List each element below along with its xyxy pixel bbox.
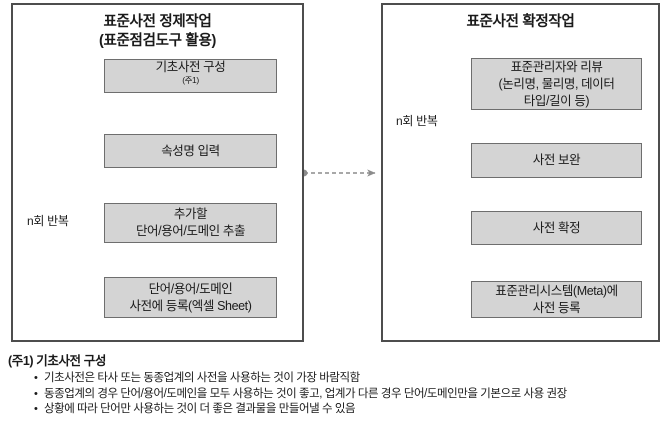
node-dictionary-supplement-label: 사전 보완 <box>532 153 581 167</box>
node-dictionary-supplement[interactable]: 사전 보완 <box>471 143 642 178</box>
bullet-icon: • <box>34 403 38 415</box>
footnote-title: (주1) 기초사전 구성 <box>8 354 106 368</box>
node-basic-dictionary[interactable]: 기초사전 구성(주1) <box>104 59 277 93</box>
panel-left-title: 표준사전 정제작업 (표준점검도구 활용) <box>13 13 302 51</box>
footnote-item: • 기초사전은 타사 또는 동종업계의 사전을 사용하는 것이 가장 바람직함 <box>34 371 663 387</box>
footnote-item-text: 동종업계의 경우 단어/용어/도메인을 모두 사용하는 것이 좋고, 업계가 다… <box>44 387 567 400</box>
footnote-item-text: 기초사전은 타사 또는 동종업계의 사전을 사용하는 것이 가장 바람직함 <box>44 372 360 384</box>
node-review-with-admin[interactable]: 표준관리자와 리뷰 (논리명, 물리명, 데이터 타입/길이 등) <box>471 58 642 110</box>
node-attribute-name-input[interactable]: 속성명 입력 <box>104 134 277 168</box>
panel-right-title: 표준사전 확정작업 <box>383 13 658 32</box>
footnote-item-text: 상황에 따라 단어만 사용하는 것이 더 좋은 결과물을 만들어낼 수 있음 <box>44 403 356 415</box>
node-extract-terms[interactable]: 추가할 단어/용어/도메인 추출 <box>104 203 277 243</box>
node-dictionary-confirm-label: 사전 확정 <box>532 220 581 235</box>
node-register-meta-system-label: 표준관리시스템(Meta)에 사전 등록 <box>495 283 618 315</box>
panel-left-title-line1: 표준사전 정제작업 <box>103 14 212 30</box>
footnote-ref-marker: (주1) <box>182 74 199 85</box>
loop-label-left: n회 반복 <box>27 214 69 228</box>
node-register-dictionary[interactable]: 단어/용어/도메인 사전에 등록(엑셀 Sheet) <box>104 277 277 318</box>
node-register-dictionary-label: 단어/용어/도메인 사전에 등록(엑셀 Sheet) <box>129 281 252 313</box>
node-basic-dictionary-label: 기초사전 구성(주1) <box>155 60 226 85</box>
footnote-item: • 동종업계의 경우 단어/용어/도메인을 모두 사용하는 것이 좋고, 업계가… <box>34 387 663 403</box>
footnote-item: • 상황에 따라 단어만 사용하는 것이 더 좋은 결과물을 만들어낼 수 있음 <box>34 402 663 418</box>
bullet-icon: • <box>34 387 38 400</box>
footnote-block: (주1) 기초사전 구성 • 기초사전은 타사 또는 동종업계의 사전을 사용하… <box>8 350 663 418</box>
panel-left-title-line2: (표준점검도구 활용) <box>98 33 217 49</box>
node-register-meta-system[interactable]: 표준관리시스템(Meta)에 사전 등록 <box>471 281 642 318</box>
panel-right-title-line1: 표준사전 확정작업 <box>466 14 575 30</box>
node-attribute-name-input-label: 속성명 입력 <box>161 143 220 158</box>
node-review-with-admin-label: 표준관리자와 리뷰 (논리명, 물리명, 데이터 타입/길이 등) <box>498 59 615 108</box>
node-dictionary-confirm[interactable]: 사전 확정 <box>471 211 642 245</box>
bullet-icon: • <box>34 372 38 384</box>
node-extract-terms-label: 추가할 단어/용어/도메인 추출 <box>135 207 246 238</box>
loop-label-right: n회 반복 <box>396 114 438 128</box>
